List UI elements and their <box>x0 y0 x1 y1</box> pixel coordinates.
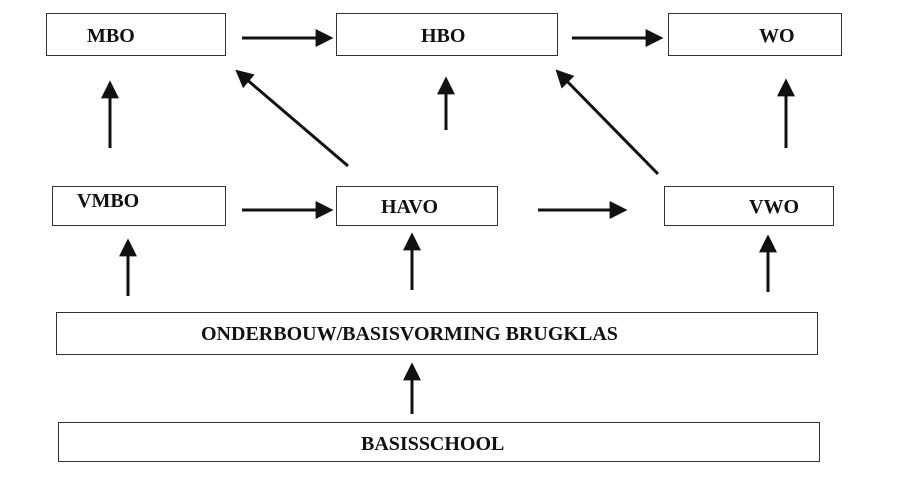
mbo-box: MBO <box>46 13 226 56</box>
arrow-vwo-to-hbo <box>555 69 660 176</box>
hbo-box: HBO <box>336 13 558 56</box>
havo-label: HAVO <box>381 196 439 218</box>
vwo-box: VWO <box>664 186 834 226</box>
arrow-havo-to-mbo <box>235 69 349 168</box>
hbo-label: HBO <box>421 25 466 47</box>
onderbouw-label: ONDERBOUW/BASISVORMING BRUGKLAS <box>201 323 618 345</box>
wo-box: WO <box>668 13 842 56</box>
onderbouw-box: ONDERBOUW/BASISVORMING BRUGKLAS <box>56 312 818 355</box>
vwo-label: VWO <box>749 196 799 218</box>
vmbo-box: VMBO <box>52 186 226 226</box>
mbo-label: MBO <box>87 25 135 47</box>
havo-box: HAVO <box>336 186 498 226</box>
basisschool-box: BASISSCHOOL <box>58 422 820 462</box>
vmbo-label: VMBO <box>77 190 140 212</box>
basisschool-label: BASISSCHOOL <box>361 433 505 455</box>
wo-label: WO <box>759 25 795 47</box>
